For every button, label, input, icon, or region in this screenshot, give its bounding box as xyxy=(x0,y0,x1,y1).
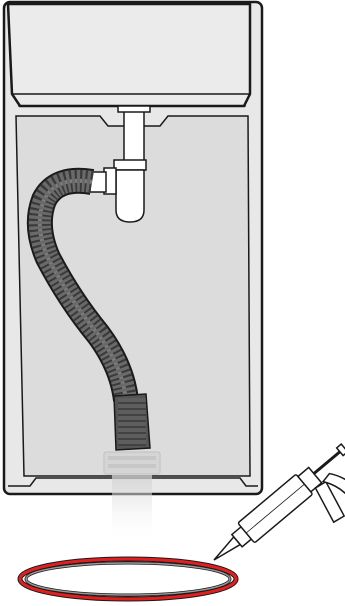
sealant-ring xyxy=(20,559,236,599)
basin-outline xyxy=(8,4,250,106)
hose-cuff-ribs xyxy=(118,398,146,446)
sink-basin xyxy=(8,4,250,106)
trap-nut-top xyxy=(114,160,146,170)
adapter-pipe-fade xyxy=(112,474,152,544)
drain-flange xyxy=(118,106,150,112)
caulk-nozzle xyxy=(211,537,240,564)
adapter-groove-1 xyxy=(108,456,156,460)
ring-red-bead xyxy=(20,559,236,599)
adapter-collar xyxy=(104,452,160,474)
adapter-groove-2 xyxy=(108,464,156,468)
trap-bowl xyxy=(116,170,144,222)
ring-gray-bead xyxy=(26,563,230,595)
caulk-plunger-rod xyxy=(314,450,342,473)
floor-drain-adapter xyxy=(104,452,160,544)
tailpiece-pipe xyxy=(124,108,144,168)
